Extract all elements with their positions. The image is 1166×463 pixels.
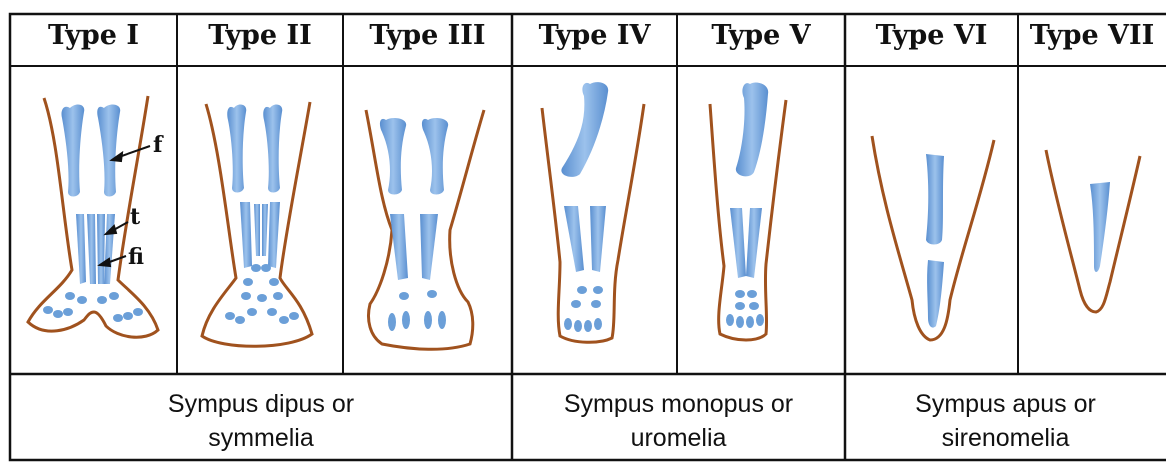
- femur-annotation: f: [153, 132, 164, 158]
- group-sympus-apus: Sympus apus or sirenomelia: [845, 384, 1166, 458]
- type-7-limb: [1046, 150, 1140, 312]
- group-sympus-dipus-line1: Sympus dipus or: [168, 387, 354, 421]
- group-sympus-dipus-line2: symmelia: [168, 421, 354, 455]
- group-sympus-monopus-line2: uromelia: [564, 421, 793, 455]
- fibula-annotation: fi: [128, 244, 144, 270]
- type-6-header: Type VI: [845, 16, 1018, 56]
- type-1-limb: f t fi: [28, 96, 164, 337]
- type-2-limb: [202, 102, 312, 346]
- type-7-header: Type VII: [1018, 16, 1166, 56]
- group-sympus-monopus-line1: Sympus monopus or: [564, 387, 793, 421]
- group-sympus-dipus: Sympus dipus or symmelia: [10, 384, 512, 458]
- group-sympus-apus-line1: Sympus apus or: [915, 387, 1096, 421]
- group-sympus-apus-line2: sirenomelia: [915, 421, 1096, 455]
- tibia-annotation: t: [130, 204, 141, 230]
- type-5-header: Type V: [677, 16, 845, 56]
- type-4-header: Type IV: [512, 16, 677, 56]
- type-6-limb: [872, 136, 994, 340]
- type-2-header: Type II: [177, 16, 343, 56]
- type-5-limb: [710, 82, 786, 340]
- type-1-header: Type I: [10, 16, 177, 56]
- group-sympus-monopus: Sympus monopus or uromelia: [512, 384, 845, 458]
- type-3-header: Type III: [343, 16, 512, 56]
- type-3-limb: [366, 110, 484, 349]
- type-4-limb: [542, 82, 644, 342]
